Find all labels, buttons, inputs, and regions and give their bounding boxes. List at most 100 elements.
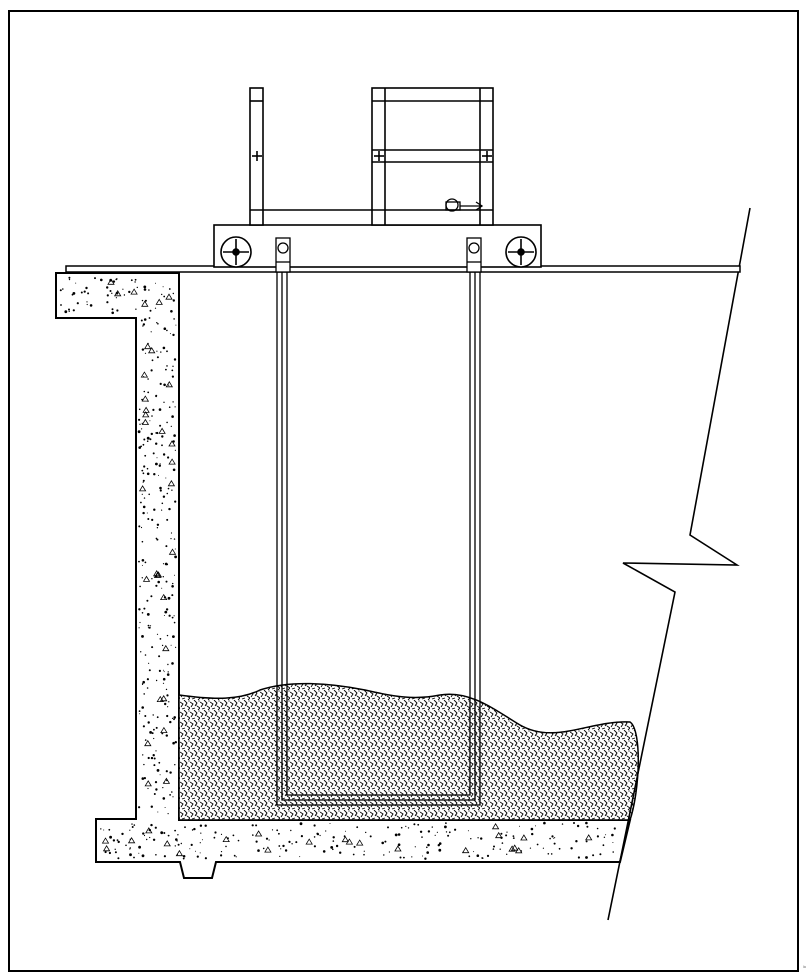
concrete-speckle (160, 831, 164, 835)
concrete-speckle (142, 481, 144, 483)
concrete-speckle (143, 288, 147, 291)
concrete-speckle (427, 830, 431, 833)
concrete-aggregate (163, 840, 171, 847)
concrete-speckle (162, 677, 166, 681)
concrete-speckle (155, 854, 157, 856)
concrete-speckle (165, 608, 169, 611)
concrete-speckle (171, 662, 174, 665)
concrete-speckle (85, 286, 88, 290)
concrete-speckle (166, 421, 168, 424)
concrete-speckle (143, 607, 146, 610)
concrete-speckle (158, 655, 161, 658)
concrete-speckle (151, 415, 153, 417)
concrete-speckle (146, 467, 149, 470)
concrete-speckle (149, 420, 151, 422)
concrete-speckle (313, 824, 316, 827)
concrete-speckle (140, 526, 143, 529)
concrete-aggregate (127, 837, 136, 844)
concrete-speckle (570, 847, 573, 850)
concrete-speckle (473, 851, 475, 853)
concrete-speckle (140, 651, 142, 653)
concrete-speckle (199, 842, 201, 844)
concrete-speckle (167, 596, 171, 600)
concrete-speckle (173, 358, 177, 361)
concrete-speckle (200, 832, 202, 834)
concrete-speckle (173, 621, 176, 624)
concrete-speckle (162, 495, 166, 498)
concrete-speckle (384, 840, 387, 843)
concrete-speckle (167, 487, 170, 490)
concrete-speckle (146, 440, 149, 443)
concrete-speckle (146, 687, 149, 689)
concrete-speckle (109, 835, 112, 839)
concrete-speckle (353, 845, 356, 848)
concrete-speckle (166, 634, 169, 637)
u-shaped-scraper-frame (275, 237, 482, 806)
concrete-speckle (173, 538, 176, 540)
concrete-speckle (413, 823, 416, 826)
concrete-speckle (166, 694, 169, 697)
concrete-speckle (162, 682, 165, 684)
concrete-speckle (549, 837, 551, 840)
concrete-speckle (155, 788, 158, 791)
concrete-aggregate (153, 571, 162, 578)
concrete-speckle (171, 415, 174, 418)
concrete-speckle (164, 562, 168, 566)
concrete-speckle (467, 830, 469, 832)
concrete-aggregate (160, 726, 168, 733)
concrete-speckle (147, 721, 150, 724)
concrete-speckle (369, 835, 372, 838)
concrete-aggregate (165, 381, 174, 388)
concrete-speckle (332, 836, 335, 839)
concrete-speckle (158, 669, 161, 673)
concrete-speckle (553, 837, 555, 839)
concrete-speckle (159, 463, 161, 465)
concrete-speckle (159, 489, 162, 492)
concrete-speckle (470, 838, 472, 840)
concrete-speckle (438, 842, 442, 845)
concrete-speckle (193, 827, 196, 831)
concrete-aggregate (130, 288, 138, 295)
concrete-speckle (268, 839, 270, 841)
concrete-speckle (161, 444, 163, 447)
concrete-speckle (144, 299, 147, 302)
concrete-speckle (156, 523, 160, 526)
concrete-speckle (159, 774, 161, 776)
concrete-speckle (161, 435, 164, 438)
concrete-speckle (115, 278, 117, 281)
concrete-speckle (167, 456, 170, 459)
concrete-speckle (167, 706, 169, 708)
concrete-speckle (172, 333, 175, 337)
concrete-speckle (168, 701, 170, 703)
concrete-speckles (59, 276, 616, 860)
concrete-aggregate (168, 548, 177, 555)
concrete-speckle (144, 715, 147, 717)
concrete-speckle (150, 805, 153, 808)
concrete-aggregate (264, 846, 272, 853)
concrete-speckle (149, 836, 151, 839)
concrete-speckle (165, 368, 167, 371)
concrete-speckle (129, 848, 131, 850)
concrete-speckle (159, 638, 162, 640)
concrete-aggregate (168, 458, 176, 465)
concrete-speckle (141, 612, 144, 614)
concrete-speckle (191, 829, 194, 831)
concrete-speckle (512, 835, 515, 837)
concrete-speckle (163, 855, 166, 858)
concrete-speckle (68, 310, 70, 312)
concrete-speckle (596, 835, 600, 838)
concrete-speckle (163, 615, 165, 616)
concrete-aggregate (144, 739, 152, 747)
concrete-speckle (117, 857, 120, 860)
concrete-speckle (116, 309, 119, 312)
concrete-speckle (144, 561, 147, 564)
concrete-speckle (162, 563, 165, 565)
concrete-speckle (519, 825, 520, 827)
concrete-speckle (122, 288, 124, 290)
concrete-speckle (155, 537, 158, 540)
concrete-speckle (144, 654, 147, 656)
concrete-speckle (142, 479, 145, 482)
concrete-speckle (166, 673, 170, 676)
concrete-speckle (529, 847, 532, 849)
concrete-speckle (445, 822, 447, 824)
